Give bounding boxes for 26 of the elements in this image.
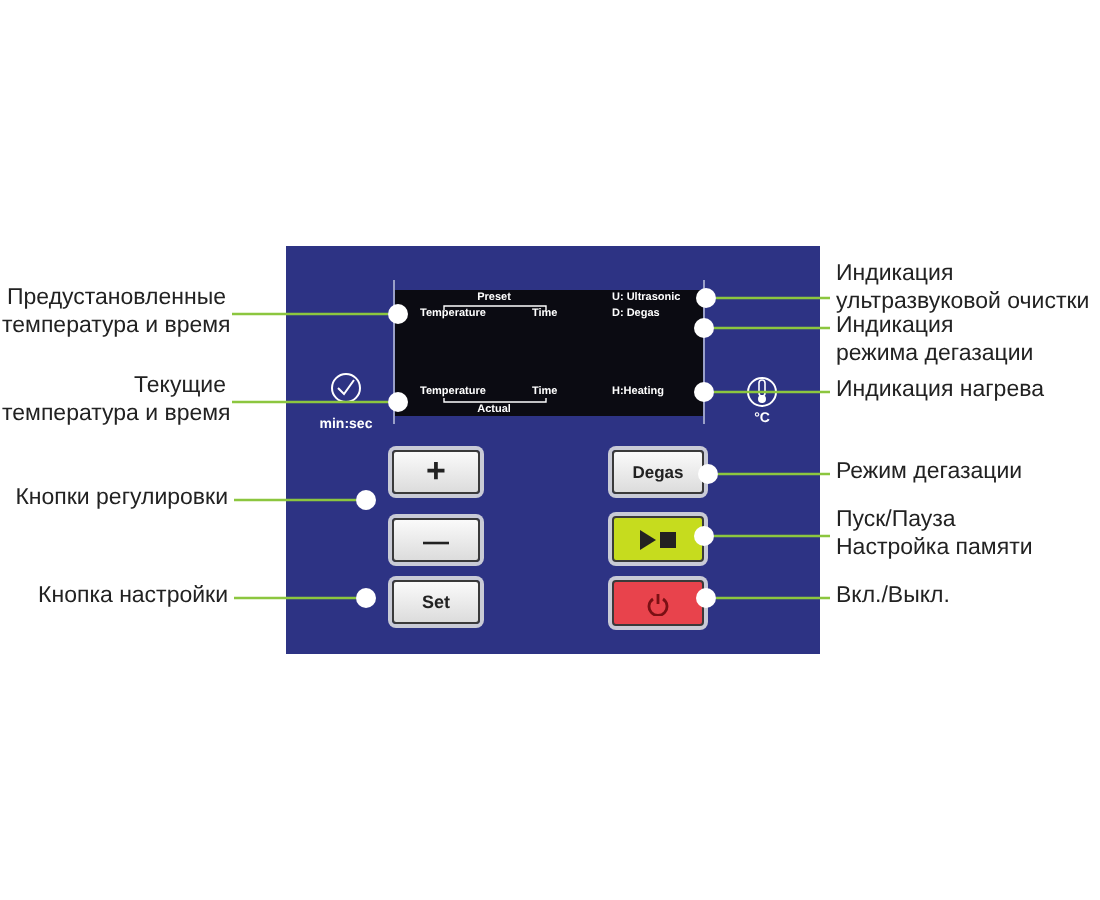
callout-label: Индикация режима дегазации — [836, 314, 1034, 368]
callout-label: Предустановленные температура и время — [2, 286, 226, 340]
callout-label: Индикация нагрева — [836, 378, 1044, 405]
callout-label: Кнопка настройки — [2, 584, 228, 611]
leader-line — [232, 400, 388, 404]
leader-line — [232, 312, 388, 316]
minus-button: — — [392, 518, 480, 562]
degas-button: Degas — [612, 450, 704, 494]
plus-button: + — [392, 450, 480, 494]
leader-line — [718, 472, 830, 476]
leader-line — [234, 596, 356, 600]
start-pause-button — [612, 516, 704, 562]
leader-line — [714, 534, 830, 538]
set-button: Set — [392, 580, 480, 624]
callout-label: Режим дегазации — [836, 460, 1023, 487]
leader-line — [716, 596, 830, 600]
callout-label: Кнопки регулировки — [2, 486, 228, 513]
callout-label: Текущие температура и время — [2, 374, 226, 428]
leader-line — [716, 296, 830, 300]
callout-label: Вкл./Выкл. — [836, 584, 950, 611]
callout-label: Пуск/Пауза Настройка памяти — [836, 508, 1033, 562]
leader-line — [234, 498, 356, 502]
callout-label: Индикация ультразвуковой очистки — [836, 262, 1090, 316]
leader-line — [714, 390, 830, 394]
leader-line — [714, 326, 830, 330]
power-button — [612, 580, 704, 626]
